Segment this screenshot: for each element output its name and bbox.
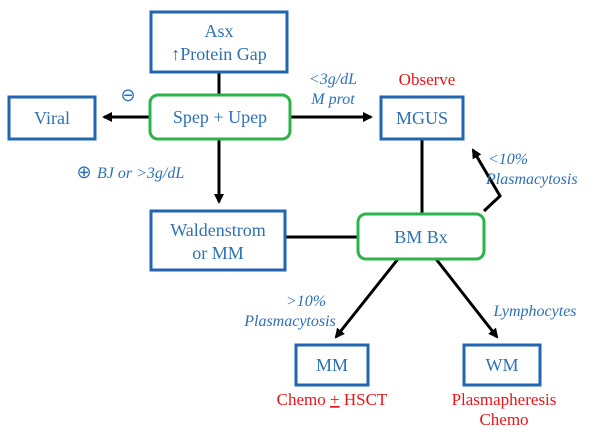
node-spep-label: Spep + Upep	[173, 107, 267, 127]
edge-label-lt10-line1: <10%	[488, 151, 528, 168]
plus-symbol-icon: ⊕	[76, 162, 91, 183]
edge-bmbx-mgus	[471, 148, 502, 213]
node-mm-label: MM	[316, 355, 348, 375]
outcome-chemo-hsct-pm: +	[330, 390, 340, 409]
edge-label-mprot-line2: M prot	[310, 91, 355, 108]
node-bmbx: BM Bx	[356, 212, 486, 261]
node-waldenstrom-line2: or MM	[192, 243, 244, 263]
node-bmbx-label: BM Bx	[394, 227, 448, 247]
outcome-chemo-hsct: Chemo + HSCT	[277, 390, 388, 409]
node-wm-label: WM	[486, 355, 519, 375]
edge-bmbx-mm	[334, 258, 400, 339]
edge-label-bj: BJ or >3g/dL	[97, 165, 184, 182]
node-asx-line2: ↑Protein Gap	[171, 44, 266, 64]
node-viral-label: Viral	[34, 108, 70, 128]
outcome-chemo-hsct-post: HSCT	[340, 390, 388, 409]
edge-bmbx-wm	[434, 258, 499, 339]
minus-symbol-icon: ⊖	[120, 85, 135, 106]
node-mgus-label: MGUS	[396, 108, 448, 128]
edge-label-mprot-line1: <3g/dL	[309, 71, 357, 88]
outcome-observe: Observe	[399, 70, 456, 89]
node-viral: Viral	[7, 95, 97, 141]
edge-label-gt10-line2: Plasmacytosis	[243, 313, 336, 330]
edge-label-gt10-line1: >10%	[286, 293, 326, 310]
node-asx-line1: Asx	[204, 21, 233, 41]
node-waldenstrom: Waldenstrom or MM	[149, 209, 287, 272]
outcome-chemo-hsct-pre: Chemo	[277, 390, 330, 409]
node-mm: MM	[294, 343, 370, 387]
node-wm: WM	[462, 343, 542, 387]
node-asx: Asx ↑Protein Gap	[149, 10, 289, 74]
edge-label-lt10-line2: Plasmacytosis	[485, 171, 578, 188]
node-mgus: MGUS	[379, 95, 465, 141]
node-spep: Spep + Upep	[148, 93, 292, 141]
edge-label-lymphocytes: Lymphocytes	[492, 303, 576, 320]
outcome-chemo: Chemo	[479, 410, 528, 429]
node-waldenstrom-line1: Waldenstrom	[170, 220, 266, 240]
outcome-plasmapheresis: Plasmapheresis	[452, 390, 557, 409]
